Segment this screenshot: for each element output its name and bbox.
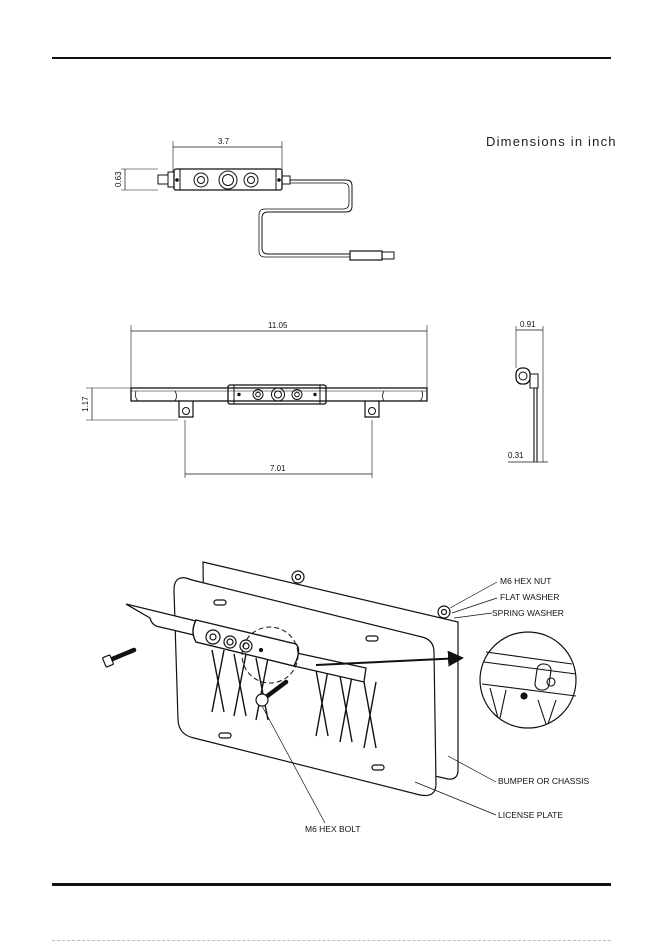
front-height-label: 1.17	[81, 396, 90, 412]
side-view-drawing	[508, 326, 548, 462]
page-trim-line	[52, 940, 611, 941]
label-license-plate: LICENSE PLATE	[498, 810, 563, 820]
top-height-label: 0.63	[114, 171, 123, 187]
label-flat-washer: FLAT WASHER	[500, 592, 559, 602]
top-width-label: 3.7	[218, 137, 230, 146]
front-view-drawing	[86, 325, 427, 478]
label-hex-bolt: M6 HEX BOLT	[305, 824, 361, 834]
top-view-drawing	[121, 141, 394, 260]
side-depth-label: 0.91	[520, 320, 536, 329]
label-bumper: BUMPER OR CHASSIS	[498, 776, 589, 786]
side-offset-label: 0.31	[508, 451, 524, 460]
bottom-rule	[52, 883, 611, 886]
front-spacing-label: 7.01	[270, 464, 286, 473]
label-spring-washer: SPRING WASHER	[492, 608, 564, 618]
label-hex-nut: M6 HEX NUT	[500, 576, 551, 586]
front-length-label: 11.05	[268, 321, 288, 330]
